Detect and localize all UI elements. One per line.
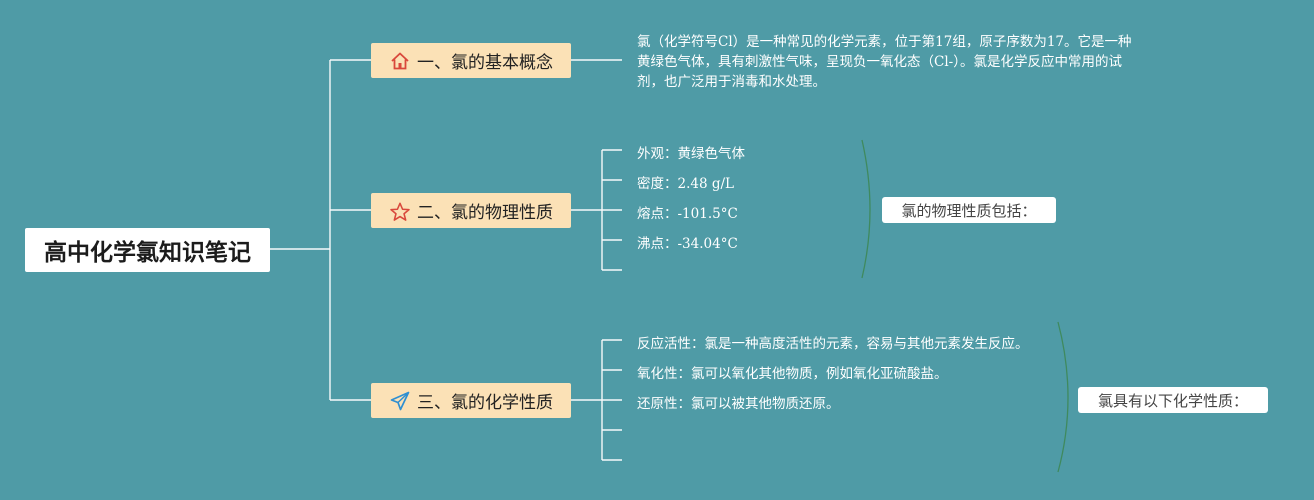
physical-item-melting-point: 熔点：-101.5°C (637, 206, 738, 222)
branch-basic-concept[interactable]: 一、氯的基本概念 (371, 43, 571, 78)
branch-physical-properties[interactable]: 二、氯的物理性质 (371, 193, 571, 228)
root-topic[interactable]: 高中化学氯知识笔记 (25, 228, 270, 272)
basic-concept-text: 氯（化学符号Cl）是一种常见的化学元素，位于第17组，原子序数为17。它是一种黄… (637, 34, 1132, 90)
chemical-item-reducibility: 还原性：氯可以被其他物质还原。 (637, 396, 840, 412)
star-icon (389, 200, 411, 222)
chemical-item-reactivity: 反应活性：氯是一种高度活性的元素，容易与其他元素发生反应。 (637, 336, 1029, 352)
branch-label: 三、氯的化学性质 (417, 393, 553, 413)
paper-plane-icon (389, 390, 411, 412)
branch-label: 一、氯的基本概念 (417, 53, 553, 73)
summary-label: 氯的物理性质包括： (901, 201, 1037, 220)
chemical-summary-box[interactable]: 氯具有以下化学性质： (1078, 387, 1268, 413)
branch-label: 二、氯的物理性质 (417, 203, 553, 223)
root-title: 高中化学氯知识笔记 (44, 240, 251, 266)
house-icon (389, 50, 411, 72)
physical-item-boiling-point: 沸点：-34.04°C (637, 236, 738, 252)
physical-item-appearance: 外观：黄绿色气体 (637, 146, 745, 162)
branch-chemical-properties[interactable]: 三、氯的化学性质 (371, 383, 571, 418)
physical-item-density: 密度：2.48 g/L (637, 176, 735, 192)
physical-summary-box[interactable]: 氯的物理性质包括： (882, 197, 1056, 223)
summary-brace-chemical (1057, 321, 1069, 473)
chemical-item-oxidizing: 氧化性：氯可以氧化其他物质，例如氧化亚硫酸盐。 (637, 366, 948, 382)
summary-label: 氯具有以下化学性质： (1097, 391, 1248, 410)
summary-brace-physical (861, 139, 871, 279)
